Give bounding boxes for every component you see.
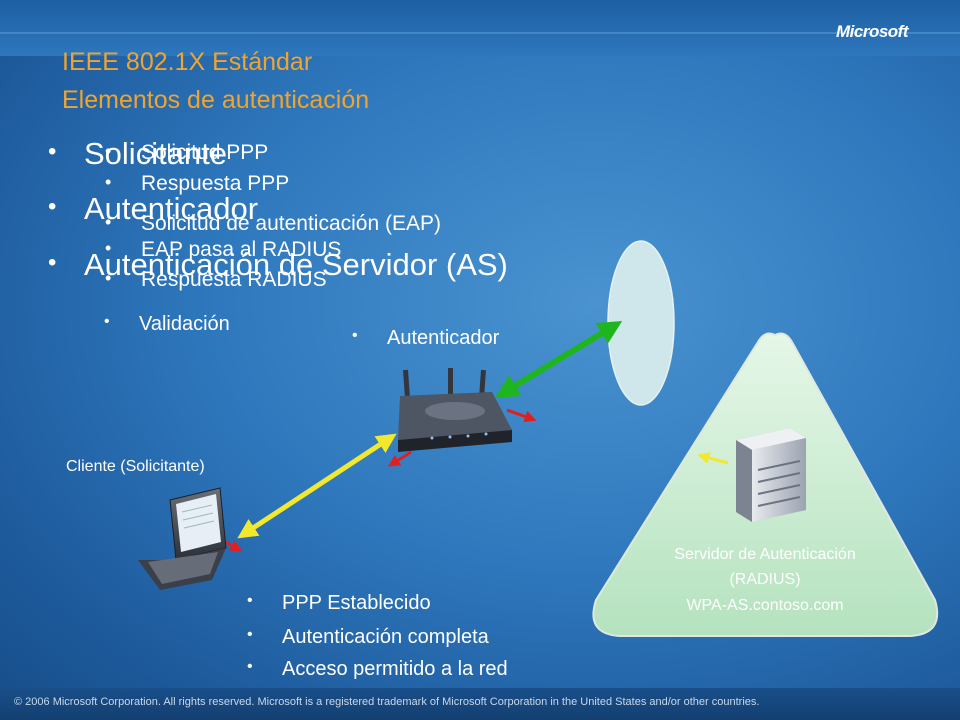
step-label: Solicitud PPP (141, 141, 269, 164)
result-item: • Acceso permitido a la red (247, 658, 508, 681)
role-servidor: • Autenticación de Servidor (AS) (48, 247, 508, 283)
step-item: • Validación (104, 313, 230, 336)
server-label-line-1: Servidor de Autenticación (674, 546, 856, 563)
bullet-icon: • (247, 658, 253, 675)
bullet-icon: • (352, 327, 358, 344)
green-link (494, 321, 623, 398)
yellow-link (237, 433, 397, 539)
bullet-icon: • (48, 193, 57, 220)
bullet-icon: • (247, 626, 253, 643)
title-line-2: Elementos de autenticación (62, 86, 370, 114)
result-label: Acceso permitido a la red (282, 658, 508, 680)
step-item: • Solicitud de autenticación (EAP) (105, 212, 441, 236)
bullet-icon: • (105, 141, 112, 161)
server-icon (736, 428, 806, 522)
copyright-text: © 2006 Microsoft Corporation. All rights… (14, 696, 760, 708)
laptop-icon (138, 487, 227, 590)
role-label: Autenticación de Servidor (AS) (84, 247, 508, 282)
step-item: • EAP pasa al RADIUS (105, 238, 342, 262)
step-label: Solicitud de autenticación (EAP) (141, 212, 441, 235)
role-label: Autenticador (84, 191, 259, 226)
bullet-icon: • (104, 313, 110, 330)
header-divider (0, 32, 960, 34)
header-band (0, 0, 960, 56)
result-label: PPP Establecido (282, 592, 431, 614)
bullet-icon: • (48, 138, 57, 165)
server-label-line-2: (RADIUS) (729, 571, 801, 588)
step-label: Respuesta RADIUS (141, 268, 327, 291)
authenticator-label: • Autenticador (352, 327, 500, 350)
step-label: Validación (139, 313, 230, 335)
authenticator-label-text: Autenticador (387, 327, 500, 349)
role-label: Solicitante (84, 136, 228, 171)
bullet-icon: • (105, 172, 112, 192)
result-item: • PPP Establecido (247, 592, 431, 615)
red-arrow (387, 450, 412, 467)
server-label-line-3: WPA-AS.contoso.com (686, 597, 844, 614)
bullet-icon: • (105, 238, 112, 258)
red-arrow (223, 539, 243, 552)
red-arrow (506, 408, 537, 423)
bullet-icon: • (105, 212, 112, 232)
step-label: EAP pasa al RADIUS (141, 238, 342, 261)
step-item: • Respuesta RADIUS (105, 268, 327, 292)
bullet-icon: • (247, 592, 253, 609)
bullet-icon: • (48, 249, 57, 276)
router-icon (398, 368, 512, 452)
yellow-small-arrow (697, 452, 729, 465)
role-autenticador: • Autenticador (48, 191, 259, 227)
microsoft-logo: Microsoft (836, 22, 909, 41)
network-ellipse (607, 240, 675, 406)
result-label: Autenticación completa (282, 626, 489, 648)
step-item: • Respuesta PPP (105, 172, 290, 196)
step-label: Respuesta PPP (141, 172, 290, 195)
result-item: • Autenticación completa (247, 626, 489, 649)
bullet-icon: • (105, 268, 112, 288)
title-line-1: IEEE 802.1X Estándar (62, 48, 313, 76)
step-item: • Solicitud PPP (105, 141, 269, 165)
footer-bar: © 2006 Microsoft Corporation. All rights… (0, 688, 960, 720)
role-solicitante: •Solicitante (48, 136, 228, 172)
client-label: Cliente (Solicitante) (66, 458, 205, 475)
